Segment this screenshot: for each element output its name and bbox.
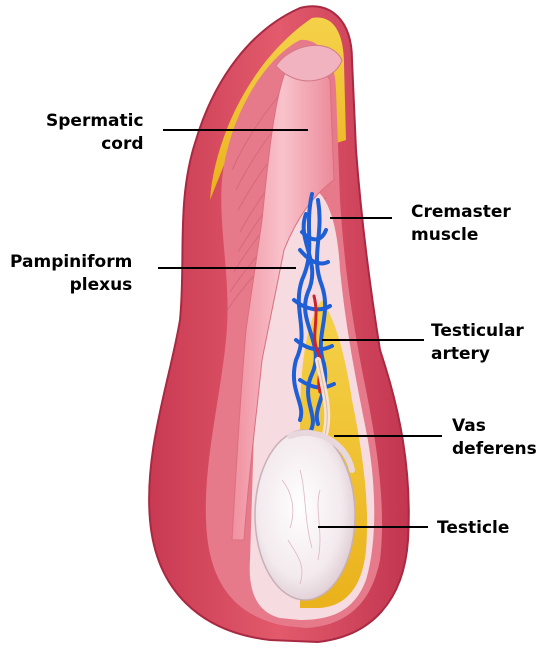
label-cremaster-muscle-line2: muscle <box>411 225 479 245</box>
label-spermatic-cord-line2: cord <box>101 134 144 154</box>
leader-lines <box>158 129 442 528</box>
label-spermatic-cord-line1: Spermatic <box>46 111 144 131</box>
label-vas-deferens-line2: deferens <box>452 439 537 459</box>
label-cremaster-muscle-line1: Cremaster <box>411 202 511 222</box>
label-testicular-artery: Testicular artery <box>431 320 524 366</box>
testicle-vessels <box>281 469 321 585</box>
testicle-body <box>254 429 356 601</box>
pampiniform-plexus-veins <box>291 192 336 434</box>
label-vas-deferens-line1: Vas <box>452 416 486 436</box>
label-cremaster-muscle: Cremaster muscle <box>411 201 511 247</box>
label-pampiniform-plexus-line1: Pampiniform <box>10 252 133 272</box>
epididymis <box>287 430 355 473</box>
cord-cut-face <box>275 44 343 82</box>
label-testicular-artery-line2: artery <box>431 344 490 364</box>
label-vas-deferens: Vas deferens <box>452 415 537 461</box>
label-testicular-artery-line1: Testicular <box>431 321 524 341</box>
label-spermatic-cord: Spermatic cord <box>46 110 144 156</box>
spermatic-cord-tube <box>231 63 335 541</box>
label-pampiniform-plexus-line2: plexus <box>69 275 133 295</box>
label-testicle-line1: Testicle <box>437 518 510 538</box>
label-pampiniform-plexus: Pampiniform plexus <box>10 251 132 297</box>
label-testicle: Testicle <box>437 517 509 540</box>
testicular-artery-vessel <box>312 294 322 394</box>
